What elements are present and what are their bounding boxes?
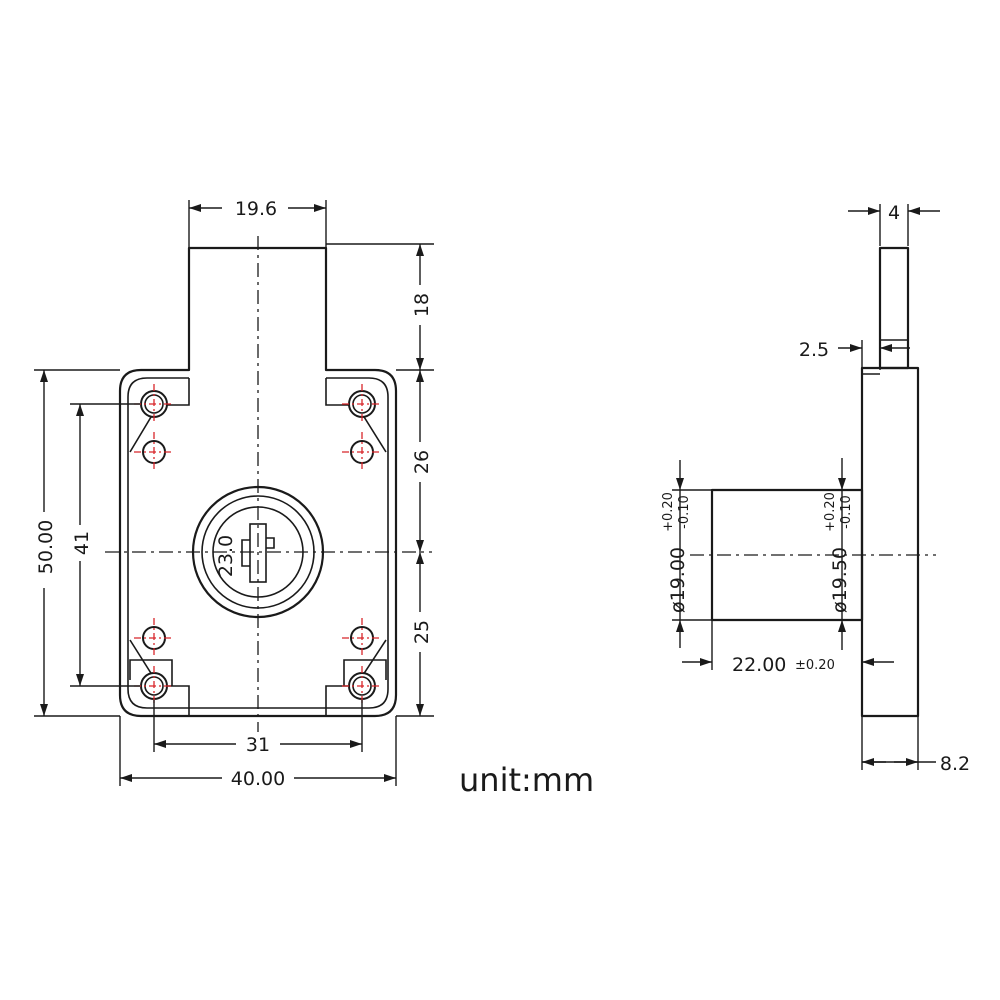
dim-outer-diameter: ø19.00	[667, 547, 689, 613]
dim-inner-diameter-tol-upper: +0.20	[823, 492, 838, 532]
dim-plate-thickness: 8.2	[940, 753, 970, 775]
ear-tab-bottom-right	[343, 659, 387, 686]
screw-hole-2	[134, 432, 174, 472]
screw-hole-7	[342, 618, 382, 658]
bolt-bar	[878, 246, 910, 370]
dim-length-tolerance: ±0.20	[795, 658, 835, 673]
screw-hole-8	[342, 666, 382, 706]
dim-step: 2.5	[799, 339, 829, 361]
dim-inner-diameter-tol-lower: -0.10	[839, 495, 854, 529]
lock-body-outline	[118, 246, 398, 718]
dim-bar-width: 4	[888, 202, 900, 224]
dim-outer-diameter-tol-upper: +0.20	[661, 492, 676, 532]
dim-inner-diameter: ø19.50	[829, 547, 851, 613]
lock-cylinder	[191, 485, 325, 619]
screw-hole-4	[342, 432, 382, 472]
screw-hole-1	[134, 384, 174, 424]
dim-outer-diameter-tol-lower: -0.10	[677, 495, 692, 529]
dim-total-width: 40.00	[231, 768, 285, 790]
cylinder-diameter-label: 23.0	[215, 535, 237, 577]
screw-hole-5	[134, 618, 174, 658]
screw-hole-6	[134, 666, 174, 706]
dim-lower: 25	[411, 620, 433, 644]
dim-hole-spacing-horizontal: 31	[246, 734, 270, 756]
dim-hole-spacing-vertical: 41	[71, 531, 93, 555]
dim-total-height: 50.00	[35, 520, 57, 574]
unit-label: unit:mm	[459, 761, 594, 799]
dim-length: 22.00	[732, 654, 786, 676]
ear-tab-bottom-left	[129, 659, 173, 686]
dim-top-height: 18	[411, 293, 433, 317]
mounting-plate	[860, 366, 920, 718]
front-view: 23.0 19.6 18 26 25 50.00 41	[32, 196, 434, 790]
side-view: 4 2.5 ø19.00 +0.20 -0.10 ø19.50 +0.20 -0…	[661, 202, 970, 775]
dim-top-width: 19.6	[235, 198, 277, 220]
screw-hole-3	[342, 384, 382, 424]
dim-upper: 26	[411, 450, 433, 474]
